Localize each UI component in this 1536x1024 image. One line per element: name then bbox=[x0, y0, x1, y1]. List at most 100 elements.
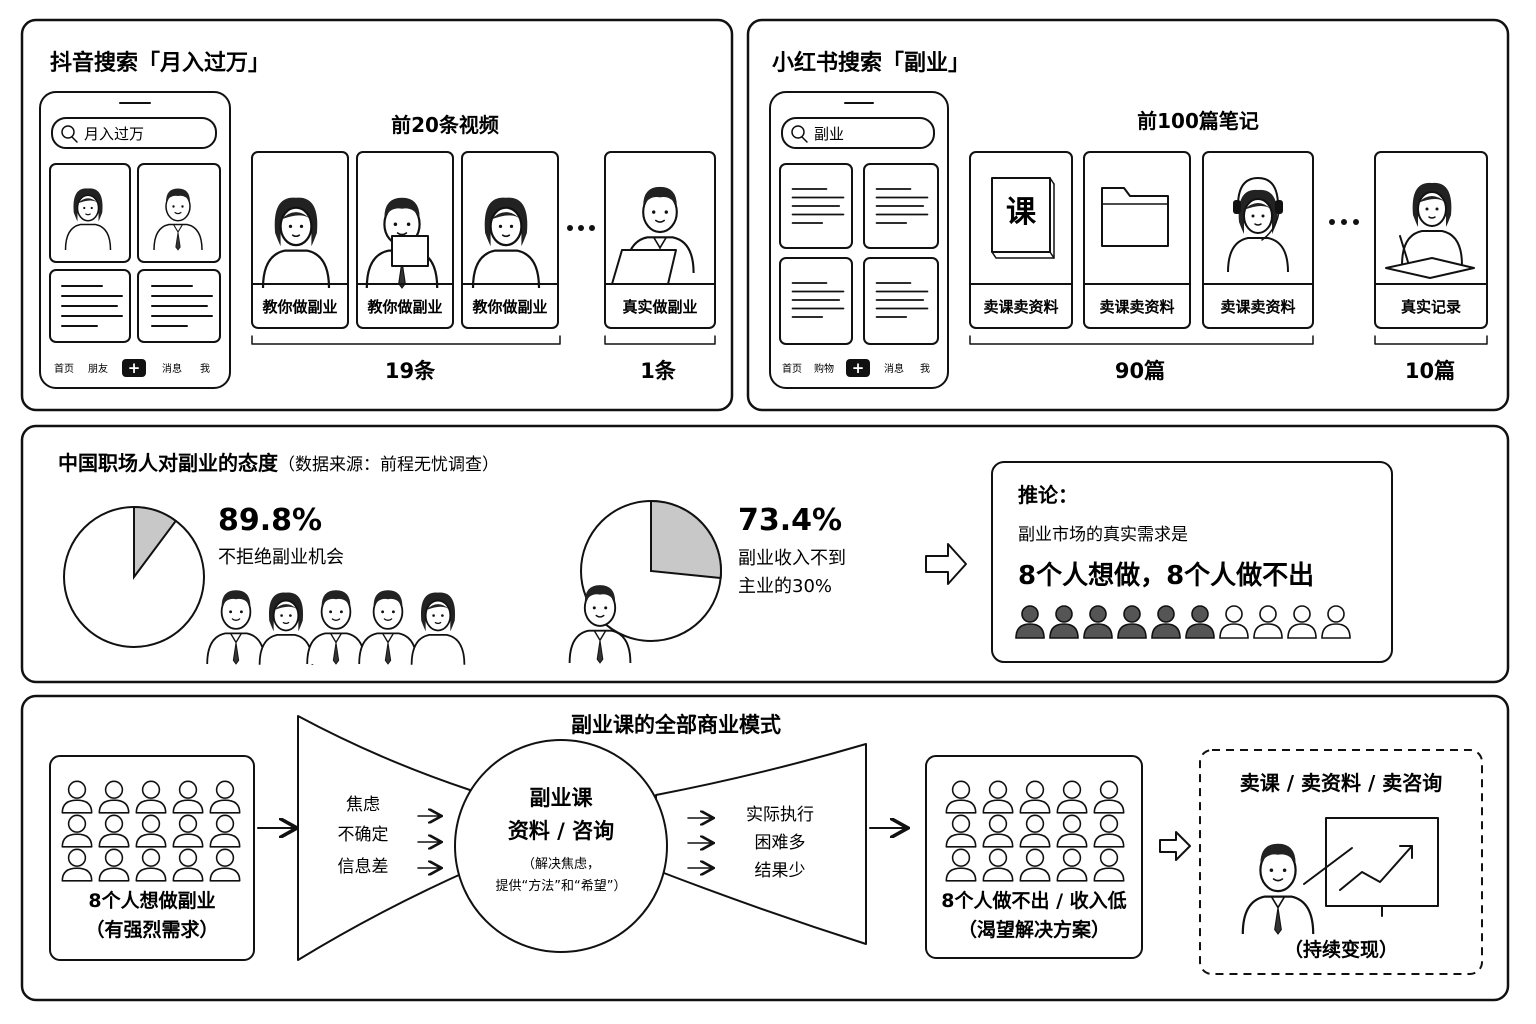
nav-plus-button[interactable] bbox=[122, 359, 146, 377]
douyin-count-right: 1条 bbox=[640, 359, 677, 383]
douyin-phone: 月入过万 首页 朋友 + 消息 我 bbox=[39, 91, 231, 389]
plus-icon: + bbox=[128, 359, 141, 377]
douyin-count-left: 19条 bbox=[385, 359, 436, 383]
search-icon bbox=[61, 125, 75, 139]
result-box: 8个人做不出 / 收入低 （渴望解决方案） bbox=[925, 755, 1143, 959]
douyin-card-3: 教你做副业 bbox=[461, 151, 559, 329]
inference-box: 推论： 副业市场的真实需求是 8个人想做，8个人做不出 bbox=[991, 461, 1393, 663]
folder-icon bbox=[1101, 187, 1169, 247]
person-icon-filled bbox=[1049, 605, 1079, 639]
nav-me[interactable]: 我 bbox=[920, 363, 930, 375]
arrow-right-icon bbox=[925, 543, 967, 585]
person-icon-outline bbox=[1287, 605, 1317, 639]
attitude-title: 中国职场人对副业的态度（数据来源：前程无忧调查） bbox=[58, 451, 499, 475]
person-icon-outline bbox=[1253, 605, 1283, 639]
xhs-search-text: 副业 bbox=[814, 125, 844, 143]
xhs-bracket-right bbox=[1374, 335, 1488, 345]
douyin-bracket-right bbox=[604, 335, 716, 345]
arrow-right-icon bbox=[1159, 831, 1191, 861]
output-3: 结果少 bbox=[755, 861, 806, 881]
xhs-phone: 副业 首页 购物 + 消息 我 bbox=[769, 91, 949, 389]
headset-icon bbox=[1237, 177, 1279, 207]
ellipsis-icon bbox=[567, 225, 595, 231]
stat1-value: 89.8% bbox=[218, 503, 322, 538]
xhs-panel: 小红书搜索「副业」 副业 首页 购物 + 消息 我 bbox=[746, 18, 1510, 412]
course-circle: 副业课 资料 / 咨询 （解决焦虑， 提供“方法”和“希望”） bbox=[454, 739, 668, 953]
monetize-subtitle: （持续变现） bbox=[1284, 938, 1398, 961]
xhs-card-label-2: 卖课卖资料 bbox=[1099, 298, 1174, 316]
nav-messages[interactable]: 消息 bbox=[162, 362, 182, 375]
demand-line2: （有强烈需求） bbox=[85, 918, 218, 941]
douyin-card-1: 教你做副业 bbox=[251, 151, 349, 329]
xhs-card-label-3: 卖课卖资料 bbox=[1220, 298, 1295, 316]
people-row bbox=[1015, 605, 1351, 639]
douyin-bottom-nav: 首页 朋友 + 消息 我 bbox=[54, 359, 210, 377]
xhs-search-box[interactable] bbox=[781, 117, 935, 149]
presentation-board-icon bbox=[1325, 817, 1439, 917]
xhs-bracket-left bbox=[969, 335, 1314, 345]
xhs-title: 小红书搜索「副业」 bbox=[772, 50, 970, 76]
center-line2: 资料 / 咨询 bbox=[508, 819, 614, 843]
nav-home[interactable]: 首页 bbox=[54, 362, 74, 375]
person-icon-filled bbox=[1185, 605, 1215, 639]
center-line1: 副业课 bbox=[530, 786, 594, 810]
output-2: 困难多 bbox=[755, 833, 806, 853]
center-line4: 提供“方法”和“希望”） bbox=[496, 878, 627, 894]
xhs-count-left: 90篇 bbox=[1115, 359, 1165, 383]
person-icon-outline bbox=[1219, 605, 1249, 639]
douyin-panel: 抖音搜索「月入过万」 月入过万 首页 朋友 + 消息 我 bbox=[20, 18, 734, 412]
douyin-search-text: 月入过万 bbox=[84, 125, 144, 143]
nav-plus-button[interactable] bbox=[846, 359, 870, 377]
inference-highlight: 8个人想做，8个人做不出 bbox=[1018, 561, 1314, 591]
xhs-subtitle: 前100篇笔记 bbox=[1137, 109, 1259, 133]
douyin-search-box[interactable] bbox=[51, 117, 217, 149]
xhs-card-2: 卖课卖资料 bbox=[1083, 151, 1191, 329]
person-icon-outline bbox=[1321, 605, 1351, 639]
nav-home[interactable]: 首页 bbox=[782, 362, 802, 375]
pie-1-highlight-slice bbox=[133, 505, 178, 581]
person-icon-filled bbox=[1015, 605, 1045, 639]
xhs-card-1: 课 卖课卖资料 bbox=[969, 151, 1073, 329]
center-line3: （解决焦虑， bbox=[522, 857, 600, 872]
input-1: 焦虑 bbox=[346, 795, 380, 815]
input-2: 不确定 bbox=[338, 825, 389, 845]
xhs-card-4: 真实记录 bbox=[1374, 151, 1488, 329]
business-panel: 副业课的全部商业模式 8个人想做副业 （有强烈需求） 焦虑 不确定 信息差 副业… bbox=[20, 694, 1510, 1002]
demand-line1: 8个人想做副业 bbox=[88, 889, 215, 912]
notebook-icon bbox=[1385, 257, 1475, 279]
nav-friends[interactable]: 朋友 bbox=[88, 362, 108, 375]
book-char: 课 bbox=[1006, 195, 1037, 230]
nav-me[interactable]: 我 bbox=[200, 363, 210, 375]
stat2-label-line2: 主业的30% bbox=[738, 576, 832, 597]
douyin-card-label-3: 教你做副业 bbox=[471, 298, 547, 316]
business-title: 副业课的全部商业模式 bbox=[571, 713, 781, 737]
xhs-card-label-1: 卖课卖资料 bbox=[983, 298, 1058, 316]
person-icon-filled bbox=[1083, 605, 1113, 639]
xhs-card-3: 卖课卖资料 bbox=[1202, 151, 1314, 329]
douyin-bracket-left bbox=[251, 335, 561, 345]
inference-heading: 推论： bbox=[1018, 483, 1078, 507]
demand-box: 8个人想做副业 （有强烈需求） bbox=[49, 755, 255, 961]
monetize-title: 卖课 / 卖资料 / 卖咨询 bbox=[1240, 771, 1442, 795]
monetize-box: 卖课 / 卖资料 / 卖咨询 （持续变现） bbox=[1199, 749, 1483, 975]
person-icon-filled bbox=[1117, 605, 1147, 639]
result-line2: （渴望解决方案） bbox=[958, 918, 1110, 941]
nav-messages[interactable]: 消息 bbox=[884, 362, 904, 375]
attitude-panel: 中国职场人对副业的态度（数据来源：前程无忧调查） 89.8% 不拒绝副业机会 7… bbox=[20, 424, 1510, 684]
pie-chart-1 bbox=[63, 505, 205, 648]
laptop-icon bbox=[611, 249, 677, 285]
plus-icon: + bbox=[852, 359, 865, 377]
douyin-card-label-4: 真实做副业 bbox=[622, 298, 697, 316]
stat2-value: 73.4% bbox=[738, 503, 842, 538]
xhs-bottom-nav: 首页 购物 + 消息 我 bbox=[782, 359, 930, 377]
douyin-card-label-1: 教你做副业 bbox=[261, 298, 337, 316]
douyin-card-4: 真实做副业 bbox=[604, 151, 716, 329]
xhs-count-right: 10篇 bbox=[1405, 359, 1455, 383]
stat1-label: 不拒绝副业机会 bbox=[218, 547, 344, 568]
nav-shop[interactable]: 购物 bbox=[814, 362, 834, 375]
input-3: 信息差 bbox=[338, 857, 389, 877]
pie-2-highlight-slice bbox=[650, 499, 722, 580]
search-icon bbox=[791, 125, 805, 139]
person-icon-filled bbox=[1151, 605, 1181, 639]
